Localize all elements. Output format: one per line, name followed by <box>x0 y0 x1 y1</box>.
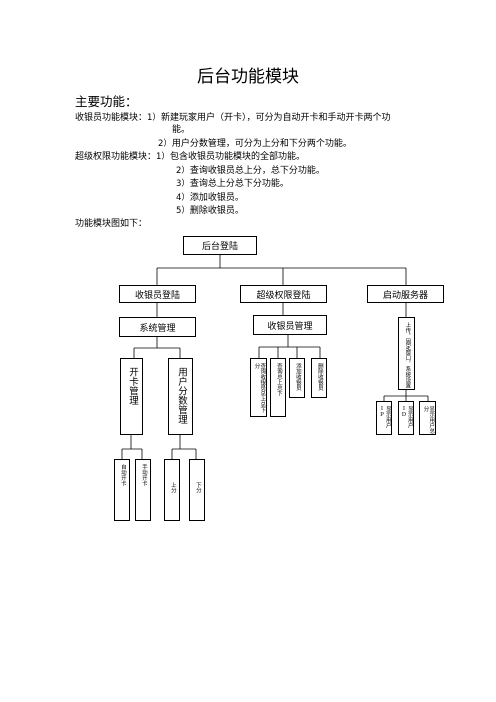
diagram-intro: 功能模块图如下： <box>75 219 148 229</box>
super-item-1: 超级权限功能模块：1）包含收银员功能模块的全部功能。 <box>75 152 305 162</box>
query-total-box: 查询总上总下 <box>270 358 286 417</box>
open-card-box: 开卡管理 <box>120 358 143 435</box>
server-main-box: 上传，固定窗口，系统设置 <box>398 317 415 390</box>
super-item-3: 3）查询总上分总下分功能。 <box>176 179 289 189</box>
query-cashier-total-box: 查询收银员总上总下分 <box>250 358 267 417</box>
server-start-box: 启动服务器 <box>367 285 444 303</box>
show-total-box: 显示用户总分 <box>419 401 436 435</box>
score-mgmt-box: 用户分数管理 <box>168 358 193 435</box>
add-cashier-box: 添加收银员 <box>289 358 305 398</box>
manual-open-box: 手动开卡 <box>135 459 151 521</box>
page-title: 后台功能模块 <box>197 67 299 87</box>
cashier-item-1-cont: 能。 <box>172 125 191 135</box>
cashier-item-2: 2）用户分数管理，可分为上分和下分两个功能。 <box>158 139 352 149</box>
super-label: 超级权限功能模块： <box>75 152 157 162</box>
cashier-login-box: 收银员登陆 <box>119 285 196 303</box>
main-heading: 主要功能： <box>75 94 138 109</box>
sub-score-box: 下分 <box>189 459 205 521</box>
system-mgmt-box: 系统管理 <box>119 317 196 337</box>
super-item-2: 2）查询收银员总上分，总下分功能。 <box>176 166 325 176</box>
add-score-box: 上分 <box>164 459 180 521</box>
auto-open-box: 自动开卡 <box>114 459 130 521</box>
cashier-mgmt-box: 收银员管理 <box>253 315 327 335</box>
super-item-4: 4）添加收银员。 <box>176 193 244 203</box>
cashier-item-1: 收银员功能模块：1）新建玩家用户（开卡），可分为自动开卡和手动开卡两个功 <box>75 113 391 123</box>
super-login-box: 超级权限登陆 <box>240 285 327 303</box>
show-id-box: 显示用户ID <box>398 401 414 435</box>
cashier-label: 收银员功能模块： <box>75 113 148 123</box>
show-ip-box: 显示用户IP <box>376 401 392 435</box>
root-box: 后台登陆 <box>183 236 257 255</box>
delete-cashier-box: 删除收银员 <box>311 358 327 398</box>
super-item-5: 5）删除收银员。 <box>176 206 244 216</box>
